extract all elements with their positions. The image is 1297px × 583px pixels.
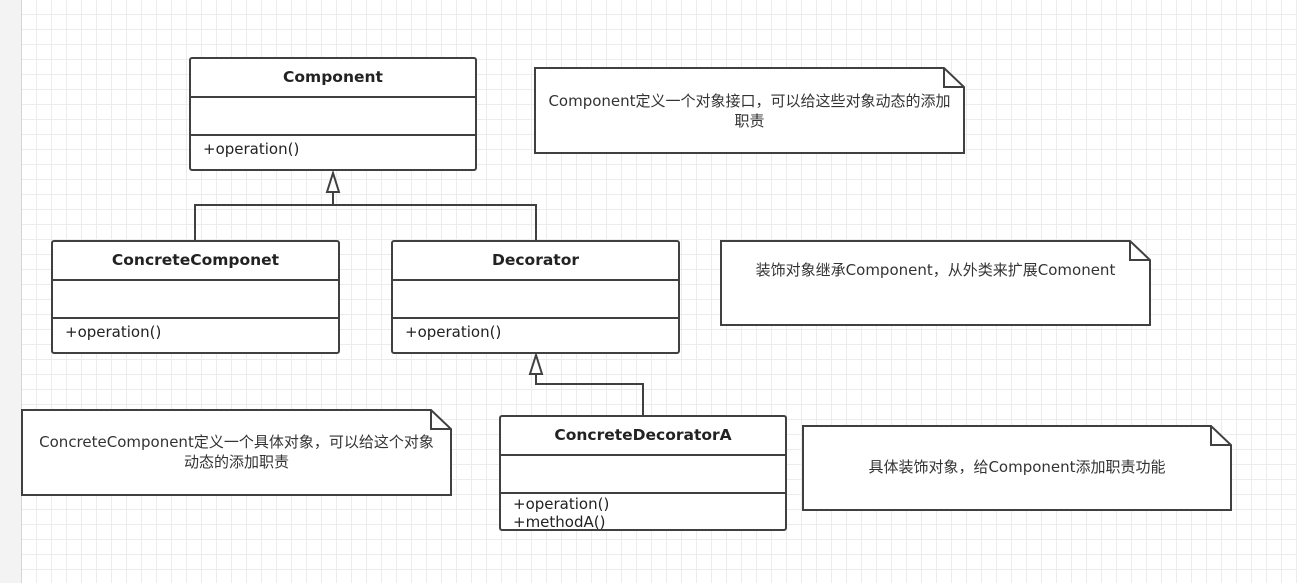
note-text: 具体装饰对象，给Component添加职责功能	[868, 458, 1166, 476]
inherit-arrowhead-decorator	[528, 351, 544, 375]
inherit-connector-decorator[interactable]	[333, 204, 537, 240]
class-operations: +operation() +methodA()	[501, 494, 785, 531]
inherit-connector-concretedecoratora[interactable]	[535, 374, 644, 415]
note-frame	[534, 67, 965, 154]
operation-item: +methodA()	[513, 513, 606, 531]
class-decorator[interactable]: Decorator +operation()	[391, 240, 680, 354]
note-text: 装饰对象继承Component，从外类来扩展Comonent	[755, 261, 1116, 279]
class-name: Component	[191, 59, 475, 98]
note-concretecomponent[interactable]: ConcreteComponent定义一个具体对象，可以给这个对象动态的添加职责	[21, 409, 452, 496]
class-attributes	[191, 98, 475, 136]
class-name: ConcreteDecoratorA	[501, 417, 785, 456]
operation-item: +operation()	[203, 140, 300, 158]
class-operations: +operation()	[53, 319, 338, 341]
class-operations: +operation()	[393, 319, 678, 341]
note-component[interactable]: Component定义一个对象接口，可以给这些对象动态的添加职责	[534, 67, 965, 154]
class-concretecomponet[interactable]: ConcreteComponet +operation()	[51, 240, 340, 354]
class-operations: +operation()	[191, 136, 475, 158]
class-name: Decorator	[393, 242, 678, 281]
note-frame	[802, 425, 1232, 511]
inherit-connector-concretecomponet[interactable]	[194, 192, 334, 240]
operation-item: +operation()	[65, 323, 162, 341]
class-attributes	[53, 281, 338, 319]
class-attributes	[393, 281, 678, 319]
class-concretedecoratora[interactable]: ConcreteDecoratorA +operation() +methodA…	[499, 415, 787, 531]
note-decorator[interactable]: 装饰对象继承Component，从外类来扩展Comonent	[720, 240, 1151, 326]
note-concretedecorator[interactable]: 具体装饰对象，给Component添加职责功能	[802, 425, 1232, 511]
note-text: Component定义一个对象接口，可以给这些对象动态的添加职责	[548, 91, 951, 130]
note-frame	[21, 409, 452, 496]
class-component[interactable]: Component +operation()	[189, 57, 477, 171]
operation-item: +operation()	[405, 323, 502, 341]
inherit-arrowhead-component	[325, 169, 341, 193]
note-text: ConcreteComponent定义一个具体对象，可以给这个对象动态的添加职责	[39, 432, 434, 471]
class-attributes	[501, 456, 785, 494]
canvas-left-strip	[0, 0, 22, 583]
note-frame	[720, 240, 1151, 326]
operation-item: +operation()	[513, 495, 610, 513]
class-name: ConcreteComponet	[53, 242, 338, 281]
